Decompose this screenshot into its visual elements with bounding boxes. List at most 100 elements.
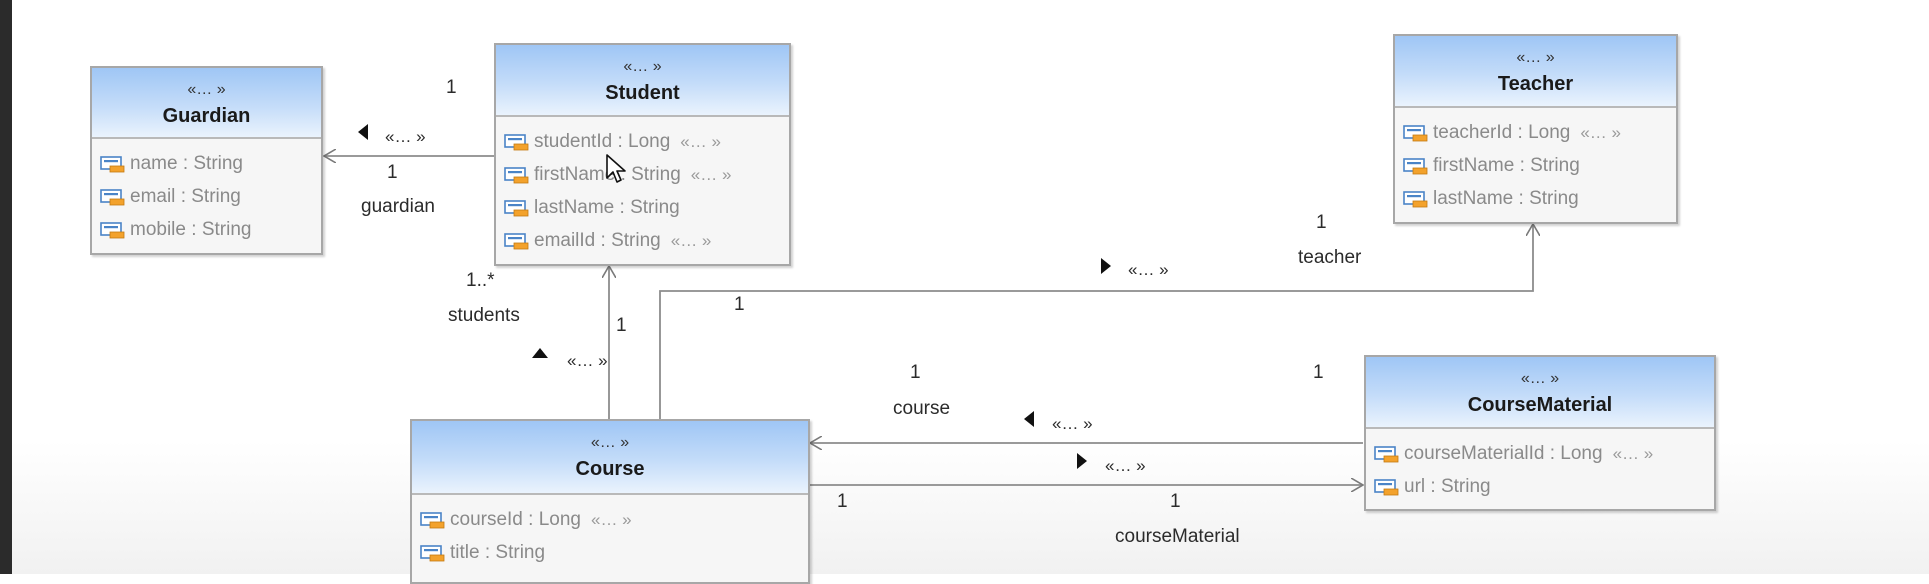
direction-arrow-up-icon: [532, 348, 548, 358]
class-stereotype: «… »: [1516, 49, 1555, 66]
attribute-name: studentId: [534, 130, 613, 152]
role-label: guardian: [361, 196, 435, 217]
attribute-type: : String: [620, 163, 681, 185]
attribute-row[interactable]: emailId : String «… »: [496, 224, 789, 257]
attribute-type: : String: [191, 218, 252, 240]
attribute-row[interactable]: firstName : String «… »: [496, 158, 789, 191]
role-label: students: [448, 305, 520, 326]
class-header: «… » Student: [496, 45, 789, 117]
attribute-list: name : String email : String mobile : St…: [92, 139, 321, 246]
attribute-name: name: [130, 152, 178, 174]
role-label: courseMaterial: [1115, 526, 1240, 547]
attribute-row[interactable]: title : String: [412, 536, 808, 569]
attribute-list: teacherId : Long «… » firstName : String…: [1395, 108, 1676, 215]
attribute-type: : String: [600, 229, 661, 251]
attribute-icon: [420, 510, 446, 530]
multiplicity-label: 1: [446, 77, 457, 98]
attribute-name: emailId: [534, 229, 596, 251]
attribute-icon: [504, 198, 530, 218]
attribute-stereotype: «… »: [680, 131, 721, 151]
attribute-row[interactable]: lastName : String: [1395, 182, 1676, 215]
attribute-name: mobile: [130, 218, 186, 240]
class-stereotype: «… »: [590, 434, 630, 451]
attribute-name: teacherId: [1433, 121, 1513, 143]
class-header: «… » Course: [412, 421, 808, 495]
association-stereotype: «… »: [567, 351, 608, 370]
attribute-row[interactable]: courseMaterialId : Long «… »: [1366, 437, 1714, 470]
attribute-type: : Long: [528, 508, 581, 530]
attribute-name: courseId: [450, 508, 523, 530]
attribute-row[interactable]: name : String: [92, 147, 321, 180]
class-name: Teacher: [1497, 73, 1574, 95]
attribute-icon: [100, 187, 126, 207]
multiplicity-label: 1: [837, 491, 848, 512]
direction-arrow-left-icon: [358, 124, 368, 140]
attribute-row[interactable]: email : String: [92, 180, 321, 213]
attribute-type: : String: [180, 185, 241, 207]
attribute-type: : String: [1430, 475, 1491, 497]
multiplicity-label: 1: [1313, 362, 1324, 383]
class-student[interactable]: «… » Student studentId : Long «… » first…: [494, 43, 791, 266]
class-guardian[interactable]: «… » Guardian name : String email : Stri…: [90, 66, 323, 255]
mouse-cursor-icon: [606, 154, 626, 183]
class-coursematerial[interactable]: «… » CourseMaterial courseMaterialId : L…: [1364, 355, 1716, 511]
class-name: CourseMaterial: [1467, 394, 1613, 416]
attribute-icon: [1403, 189, 1429, 209]
class-header: «… » Teacher: [1395, 36, 1676, 108]
class-course[interactable]: «… » Course courseId : Long «… » title :…: [410, 419, 810, 584]
role-label: teacher: [1298, 247, 1362, 268]
attribute-stereotype: «… »: [1580, 122, 1621, 142]
class-header: «… » Guardian: [92, 68, 321, 139]
attribute-type: : Long: [1517, 121, 1571, 143]
attribute-row[interactable]: mobile : String: [92, 213, 321, 246]
attribute-list: courseId : Long «… » title : String: [412, 495, 808, 569]
association-stereotype: «… »: [385, 127, 426, 146]
attribute-type: : String: [1518, 187, 1579, 209]
class-header: «… » CourseMaterial: [1366, 357, 1714, 429]
attribute-row[interactable]: firstName : String: [1395, 149, 1676, 182]
attribute-list: studentId : Long «… » firstName : String…: [496, 117, 789, 257]
attribute-icon: [100, 220, 126, 240]
association-line-course-teacher[interactable]: [659, 224, 1533, 421]
attribute-row[interactable]: teacherId : Long «… »: [1395, 116, 1676, 149]
direction-arrow-left-icon: [1024, 411, 1034, 427]
attribute-name: email: [130, 185, 176, 207]
association-stereotype: «… »: [1052, 414, 1093, 433]
attribute-icon: [1403, 123, 1429, 143]
attribute-row[interactable]: lastName : String: [496, 191, 789, 224]
direction-arrow-right-icon: [1101, 258, 1111, 274]
multiplicity-label: 1: [616, 315, 627, 336]
multiplicity-label: 1..*: [466, 270, 495, 291]
attribute-icon: [1374, 477, 1400, 497]
attribute-name: title: [450, 541, 480, 563]
class-stereotype: «… »: [623, 58, 662, 75]
attribute-row[interactable]: url : String: [1366, 470, 1714, 503]
attribute-row[interactable]: courseId : Long «… »: [412, 503, 808, 536]
attribute-name: lastName: [1433, 187, 1514, 209]
attribute-stereotype: «… »: [590, 509, 632, 529]
multiplicity-label: 1: [387, 162, 398, 183]
direction-arrow-right-icon: [1077, 453, 1087, 469]
attribute-type: : String: [484, 541, 546, 563]
attribute-icon: [420, 543, 446, 563]
attribute-stereotype: «… »: [690, 164, 732, 184]
class-stereotype: «… »: [1520, 370, 1560, 387]
multiplicity-label: 1: [1316, 212, 1327, 233]
attribute-icon: [504, 231, 530, 251]
attribute-type: : Long: [1549, 442, 1603, 464]
attribute-icon: [100, 154, 126, 174]
attribute-type: : String: [182, 152, 244, 174]
attribute-list: courseMaterialId : Long «… » url : Strin…: [1366, 429, 1714, 503]
attribute-type: : String: [1519, 154, 1580, 176]
attribute-name: courseMaterialId: [1404, 442, 1545, 464]
attribute-row[interactable]: studentId : Long «… »: [496, 125, 789, 158]
attribute-icon: [1374, 444, 1400, 464]
association-stereotype: «… »: [1105, 456, 1146, 475]
attribute-name: lastName: [534, 196, 615, 218]
attribute-icon: [504, 165, 530, 185]
class-teacher[interactable]: «… » Teacher teacherId : Long «… » first…: [1393, 34, 1678, 224]
association-stereotype: «… »: [1128, 260, 1169, 279]
class-stereotype: «… »: [187, 81, 226, 98]
attribute-icon: [1403, 156, 1429, 176]
